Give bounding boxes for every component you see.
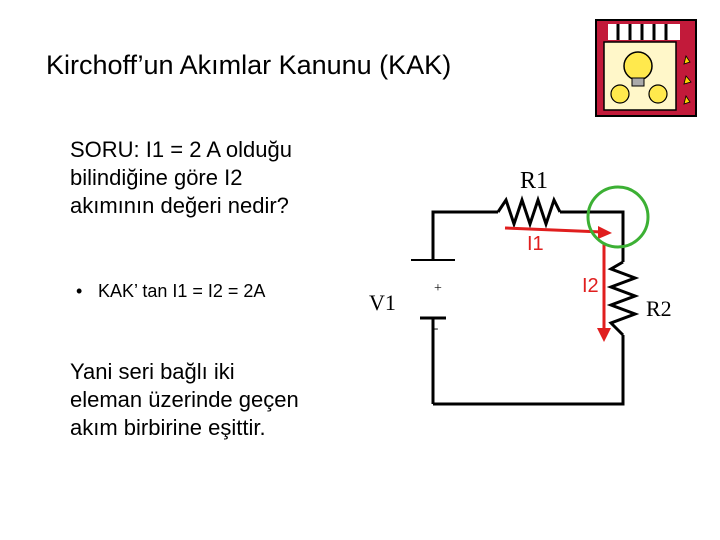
conclusion-line-1: Yani seri bağlı iki (70, 359, 235, 384)
bullet-dot: • (76, 281, 83, 301)
resistor-r2-zigzag (606, 260, 640, 337)
current-arrows: I1 I2 (504, 226, 612, 342)
conclusion-text: Yani seri bağlı iki eleman üzerinde geçe… (70, 358, 400, 442)
voltage-source: + - V1 (369, 259, 455, 335)
current-i1-arrow (504, 226, 603, 234)
bullet-text: KAK’ tan I1 = I2 = 2A (98, 281, 266, 301)
current-i1-arrowhead (598, 226, 612, 239)
question-text: SORU: I1 = 2 A olduğu bilindiğine göre I… (70, 136, 390, 220)
question-line-1: SORU: I1 = 2 A olduğu (70, 137, 292, 162)
node-highlight-circle (586, 185, 650, 249)
lightbulb-idea-icon (595, 19, 697, 117)
conclusion-line-3: akım birbirine eşittir. (70, 415, 266, 440)
current-i2-arrowhead (597, 328, 611, 342)
slide-title: Kirchoff’un Akımlar Kanunu (KAK) (46, 50, 452, 80)
resistor-r1-label: R1 (520, 168, 548, 194)
question-line-3: akımının değeri nedir? (70, 193, 289, 218)
current-i1-label: I1 (527, 233, 544, 255)
clipart-bulbs (610, 51, 668, 104)
wire-top-right (560, 210, 625, 262)
resistor-r2: R2 (606, 260, 672, 337)
wire-top-left (431, 210, 498, 260)
clipart-sparks (683, 55, 692, 105)
resistor-r1: R1 (496, 168, 562, 229)
bullet-item: • KAK’ tan I1 = I2 = 2A (76, 281, 265, 302)
resistor-r2-label: R2 (646, 296, 672, 321)
clipart-strip (608, 24, 680, 40)
clipart-piano-keys (616, 24, 668, 40)
current-i2-label: I2 (582, 275, 599, 297)
resistor-r1-zigzag (496, 195, 562, 229)
minus-sign: - (434, 320, 438, 335)
wire-bottom (433, 335, 625, 406)
question-line-2: bilindiğine göre I2 (70, 165, 243, 190)
plus-sign: + (434, 281, 442, 296)
conclusion-line-2: eleman üzerinde geçen (70, 387, 299, 412)
source-label: V1 (369, 290, 396, 315)
